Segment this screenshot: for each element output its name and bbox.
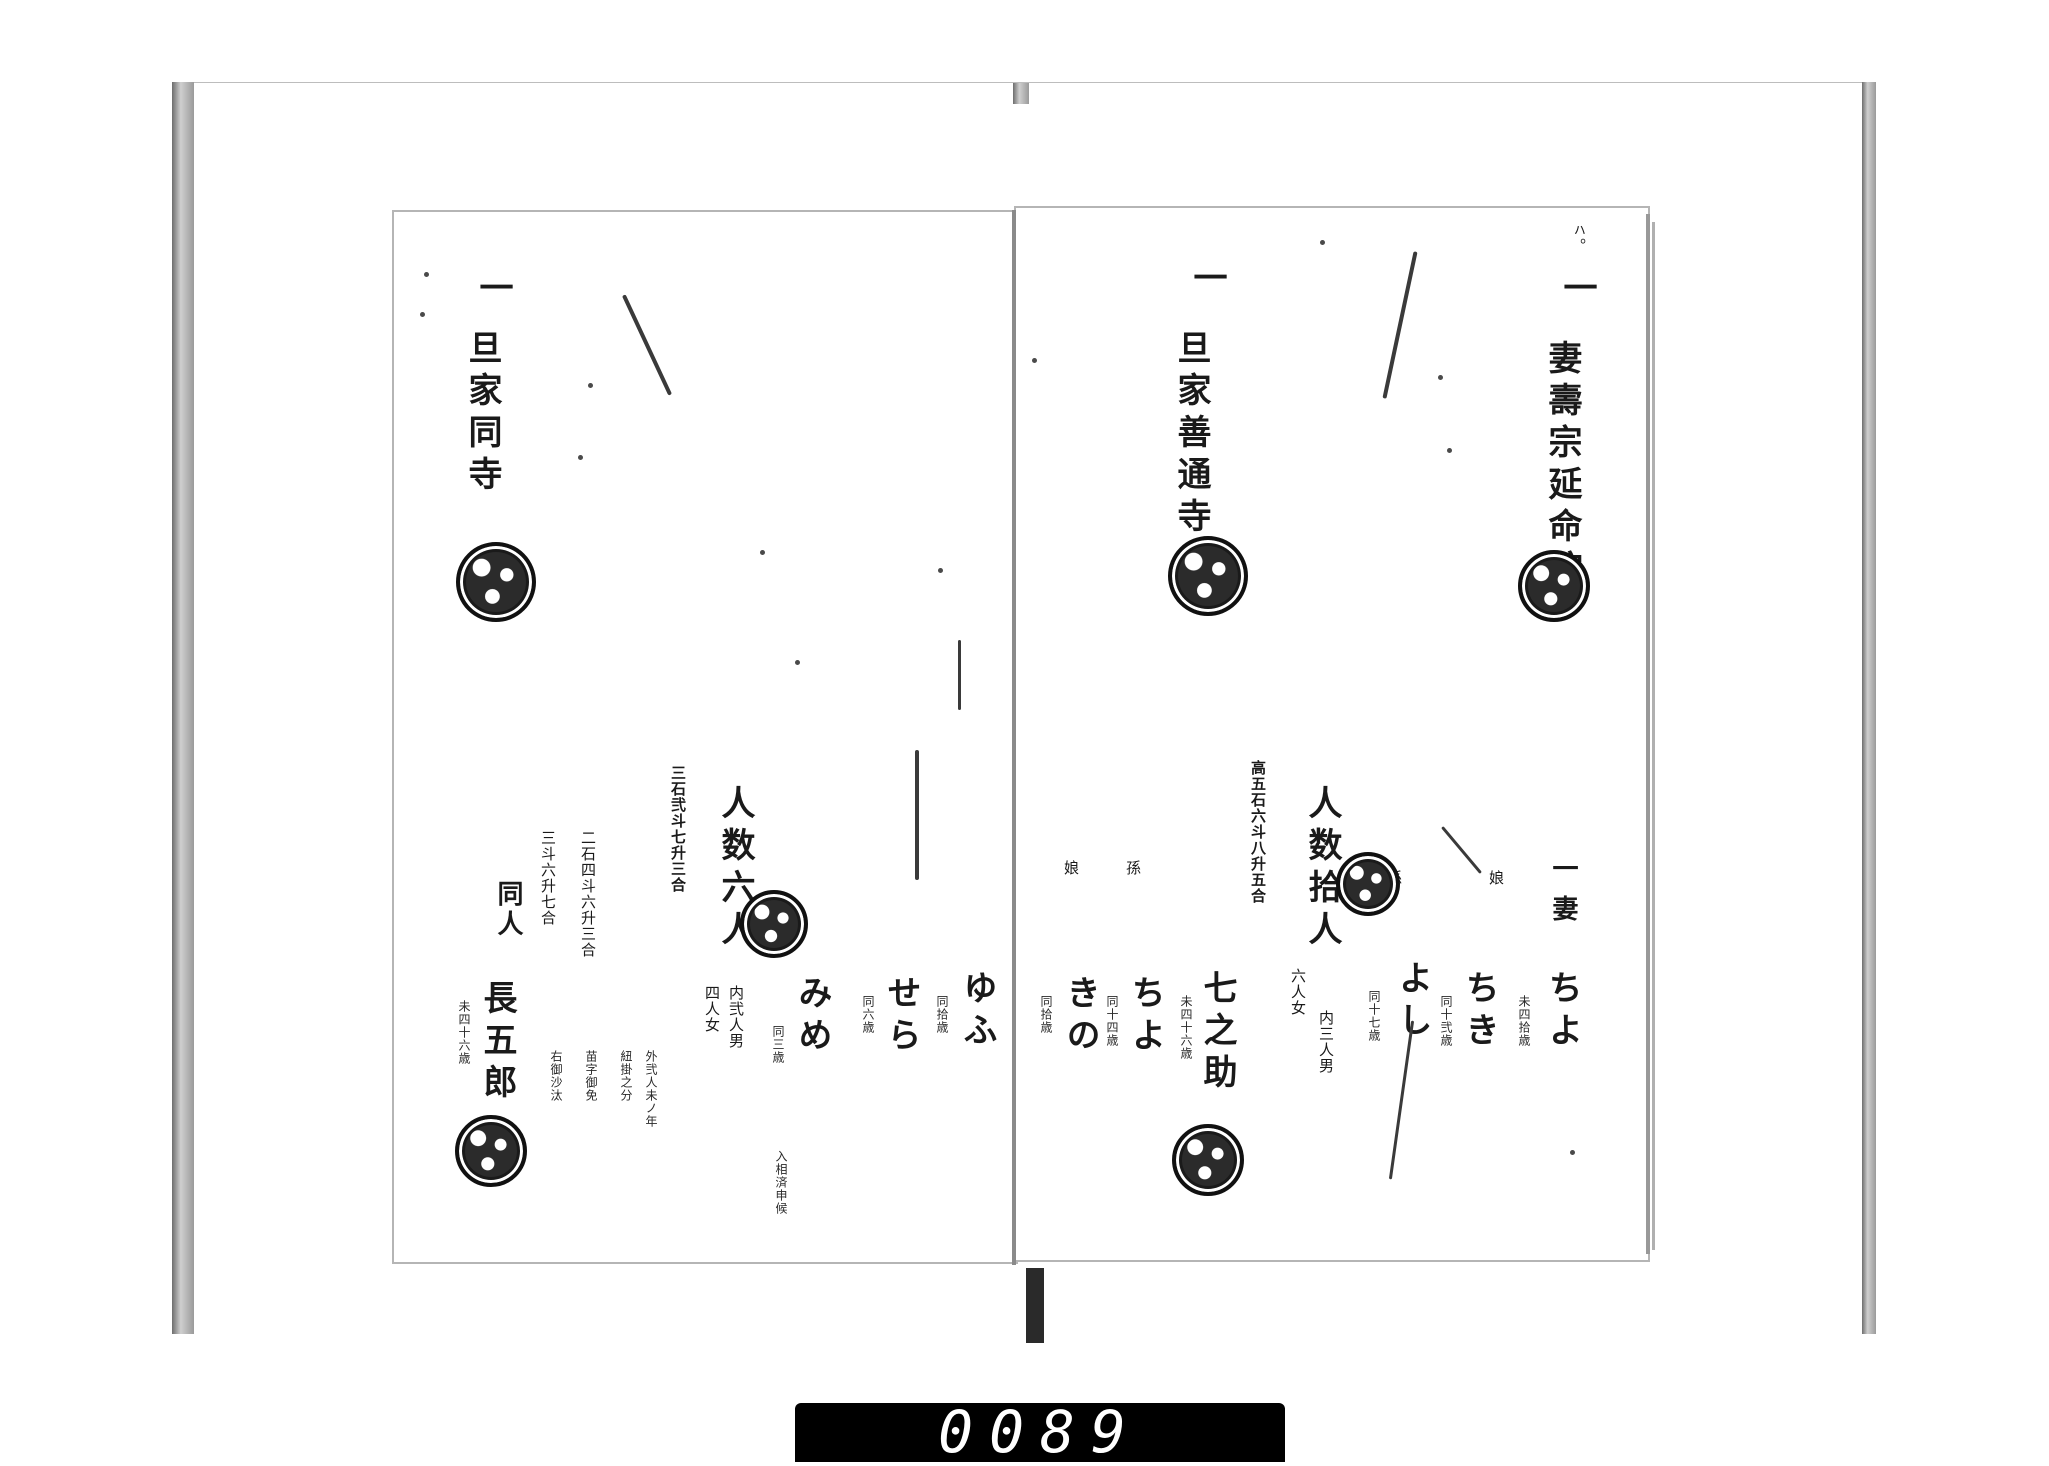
member-name: みめ bbox=[792, 975, 832, 1059]
right-page bbox=[1014, 206, 1650, 1262]
parish-temple-seal bbox=[456, 542, 536, 622]
ink-speck bbox=[588, 383, 593, 388]
annotation-line: 苗字御免 bbox=[584, 1050, 598, 1102]
ink-speck bbox=[1570, 1150, 1575, 1155]
page-stack-edge bbox=[1646, 214, 1650, 1254]
member-age: 同拾歳 bbox=[935, 995, 949, 1034]
land-assessment: 高五石六斗八升五合 bbox=[1249, 760, 1267, 904]
page-stack-edge-2 bbox=[1652, 222, 1655, 1250]
member-name: せら bbox=[881, 975, 921, 1059]
member-age: 同十弐歳 bbox=[1439, 995, 1453, 1047]
ink-speck bbox=[1032, 358, 1037, 363]
center-frame-edge bbox=[1013, 82, 1029, 104]
ink-speck bbox=[420, 312, 425, 317]
frame-top-line bbox=[194, 82, 1862, 83]
head-of-household-name: 長五郎 bbox=[477, 980, 517, 1106]
member-name: ちき bbox=[1459, 970, 1499, 1054]
annotation-line: 右御沙汰 bbox=[549, 1050, 563, 1102]
entry-item-mark: 一 bbox=[473, 270, 513, 312]
member-name: ちよ bbox=[1125, 975, 1165, 1059]
parish-temple-name: 旦家善通寺 bbox=[1171, 330, 1211, 540]
ink-speck bbox=[424, 272, 429, 277]
entry-item-mark: 一 bbox=[1187, 260, 1227, 302]
parish-temple-name: 旦家同寺 bbox=[462, 330, 502, 498]
frame-number: 0089 bbox=[938, 1398, 1142, 1466]
annotation-line: 入相済申候 bbox=[774, 1150, 788, 1215]
total-seal bbox=[1336, 852, 1400, 916]
female-count: 六人女 bbox=[1289, 968, 1307, 1016]
left-frame-edge bbox=[172, 82, 194, 1334]
member-age: 同三歳 bbox=[771, 1025, 785, 1064]
total-seal bbox=[740, 890, 808, 958]
annotation-line: 紐掛之分 bbox=[619, 1050, 633, 1102]
parish-temple-seal bbox=[1168, 536, 1248, 616]
household-total: 人数拾人 bbox=[1302, 785, 1342, 953]
entry-item-mark: 一 bbox=[1557, 270, 1597, 312]
member-age: 同十七歳 bbox=[1367, 990, 1381, 1042]
household-seal bbox=[455, 1115, 527, 1187]
household-seal bbox=[1172, 1124, 1244, 1196]
male-count: 内三人男 bbox=[1317, 1010, 1335, 1074]
relation-label: 孫 bbox=[1124, 860, 1142, 876]
head-of-household-name: 七之助 bbox=[1197, 970, 1237, 1096]
member-age: 同六歳 bbox=[861, 995, 875, 1034]
relation-label: 娘 bbox=[1487, 870, 1505, 886]
ink-bleed bbox=[915, 750, 919, 880]
relation-label: 妻 bbox=[1548, 895, 1578, 925]
member-name: ゆふ bbox=[957, 970, 997, 1054]
land-line: 二石四斗六升三合 bbox=[579, 830, 597, 958]
member-age: 同十四歳 bbox=[1105, 995, 1119, 1047]
right-frame-edge bbox=[1862, 82, 1876, 1334]
member-age: 同拾歳 bbox=[1039, 995, 1053, 1034]
male-count: 内弐人男 bbox=[727, 985, 745, 1049]
binding-gutter bbox=[1012, 210, 1016, 1265]
ink-speck bbox=[795, 660, 800, 665]
annotation-line: 外弐人未ノ年 bbox=[644, 1050, 658, 1128]
member-age: 未四十六歳 bbox=[1179, 995, 1193, 1060]
ink-speck bbox=[1438, 375, 1443, 380]
land-line: 三斗六升七合 bbox=[539, 830, 557, 926]
relation-label: 娘 bbox=[1062, 860, 1080, 876]
left-page bbox=[392, 210, 1018, 1264]
gutter-shadow bbox=[1026, 1268, 1044, 1343]
female-count: 四人女 bbox=[703, 985, 721, 1033]
ink-speck bbox=[1320, 240, 1325, 245]
ink-speck bbox=[760, 550, 765, 555]
member-name: きの bbox=[1060, 975, 1100, 1059]
ink-speck bbox=[578, 455, 583, 460]
frame-counter: 0089 bbox=[795, 1403, 1285, 1462]
member-age: 未四拾歳 bbox=[1517, 995, 1531, 1047]
relation-label: 同人 bbox=[493, 880, 523, 940]
member-name: ちよ bbox=[1542, 970, 1582, 1054]
temple-seal bbox=[1518, 550, 1590, 622]
ink-speck bbox=[1447, 448, 1452, 453]
ink-bleed bbox=[958, 640, 961, 710]
ink-speck bbox=[938, 568, 943, 573]
member-age: 未四十六歳 bbox=[457, 1000, 471, 1065]
page-marker: ㇵ。 bbox=[1569, 222, 1587, 254]
entry-item-mark: 一 bbox=[1548, 855, 1578, 885]
land-line: 三石弐斗七升三合 bbox=[669, 765, 687, 893]
